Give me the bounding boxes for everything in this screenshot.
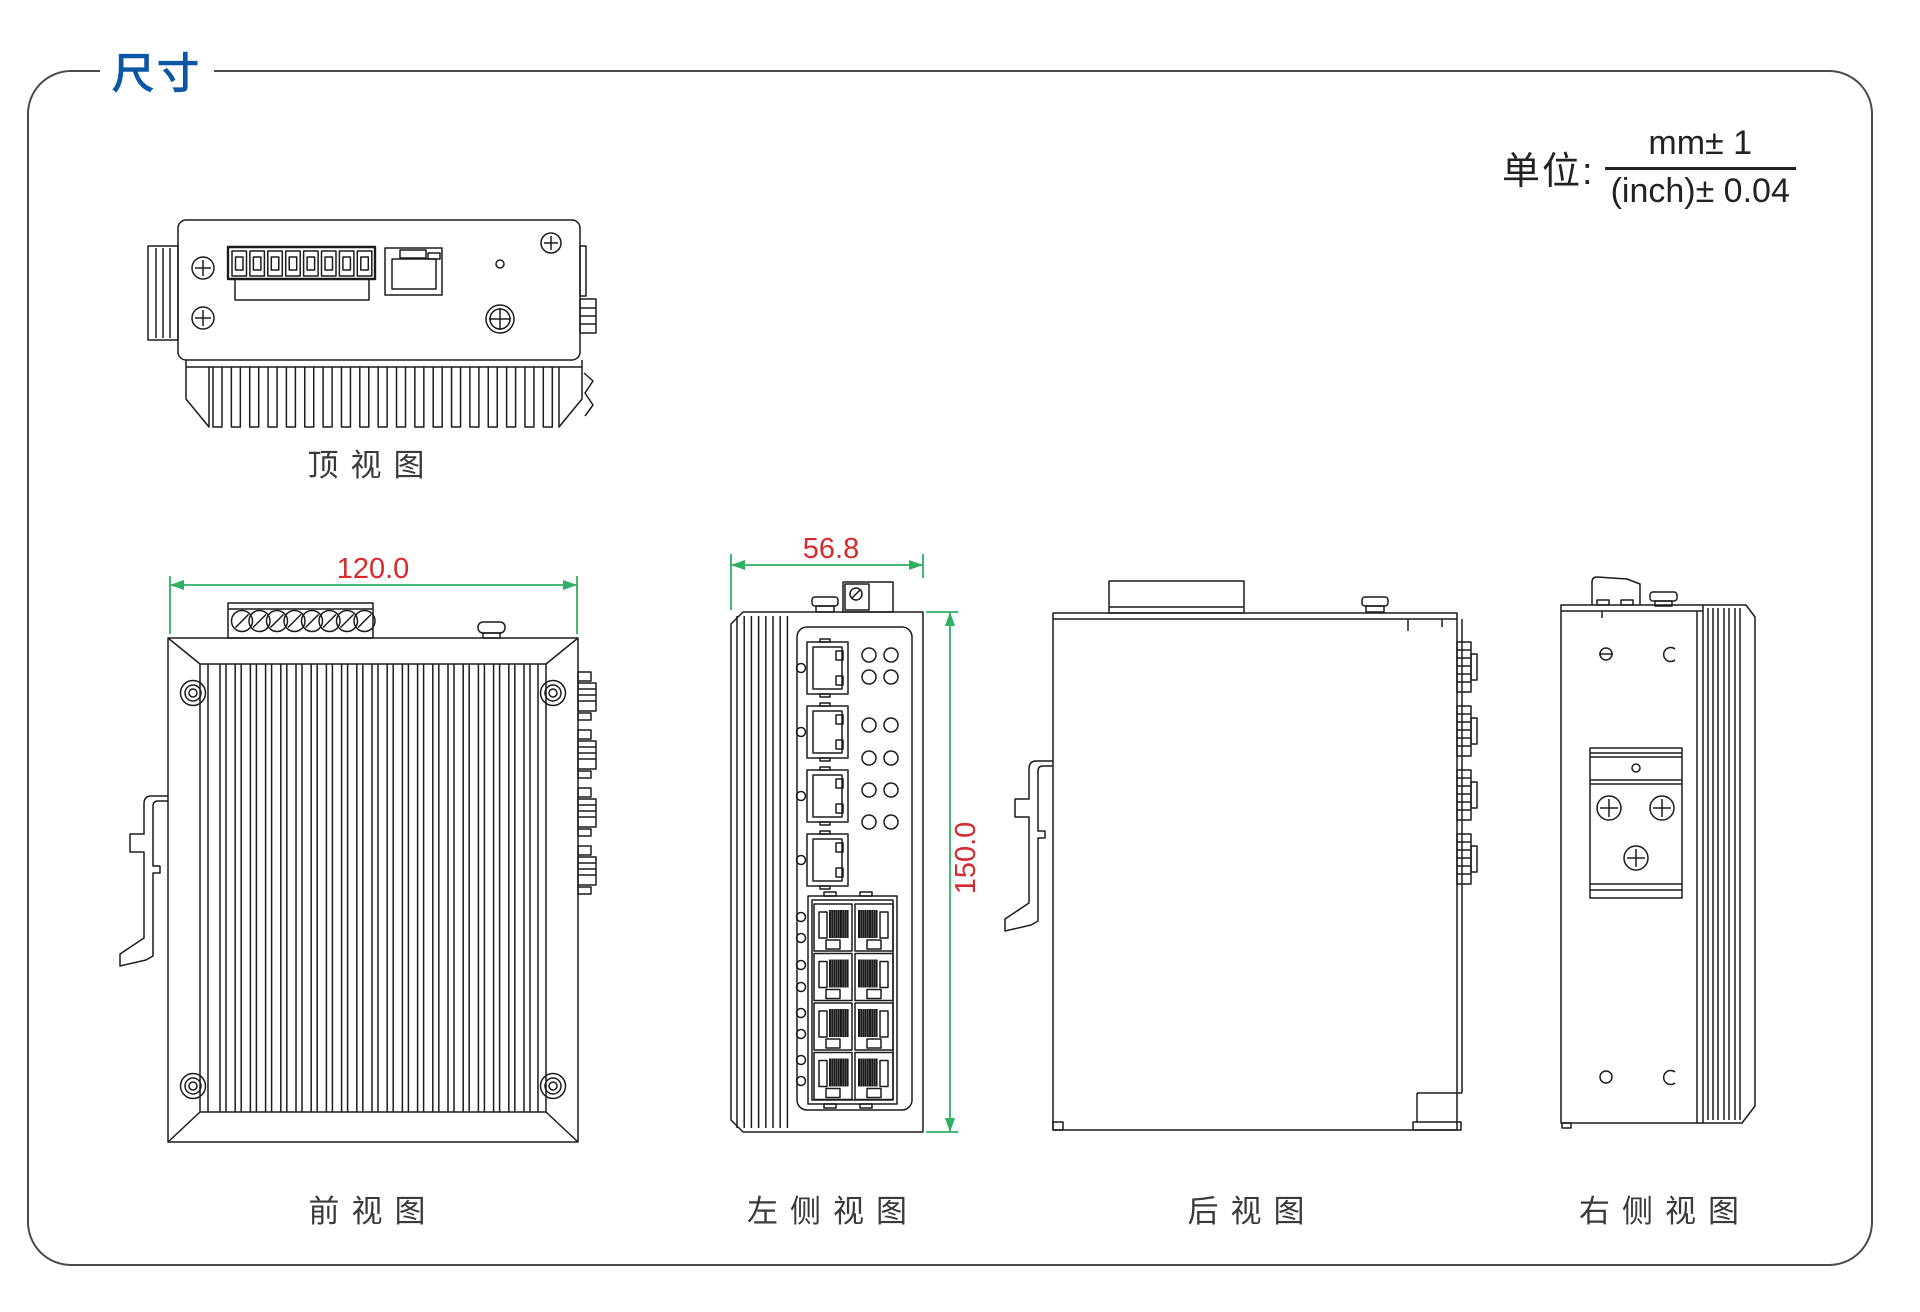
terminal-screw-icon	[265, 609, 289, 633]
rj45-port	[813, 903, 853, 952]
right-side-view-drawing	[1560, 576, 1756, 1129]
rear-view-drawing	[1004, 580, 1478, 1131]
sfp-port	[806, 830, 849, 890]
rj45-port	[813, 1002, 853, 1051]
sfp-port	[806, 702, 849, 762]
terminal-block-front	[227, 602, 376, 639]
led-indicators	[861, 647, 899, 830]
left-height-dimension: 150.0	[950, 822, 982, 895]
reset-button-side	[811, 596, 839, 613]
terminal-screw-icon	[300, 609, 324, 633]
rj45-port	[854, 952, 894, 1002]
units-label: 单位:	[1502, 151, 1595, 193]
rj45-port	[854, 903, 894, 952]
din-rail-clip	[119, 795, 168, 967]
rj45-port-block	[807, 891, 898, 1109]
heatsink-fins-front	[219, 664, 531, 1112]
rj45-port	[854, 1002, 894, 1051]
sfp-port	[806, 766, 849, 826]
rj45-port	[813, 1051, 853, 1101]
screw-icon	[1596, 795, 1622, 821]
reset-button-rear	[1361, 596, 1389, 613]
units-inch-tolerance: (inch)± 0.04	[1604, 167, 1796, 211]
heatsink-fins-top	[185, 360, 594, 428]
heatsink-edge-lines	[736, 616, 789, 1128]
page-title: 尺寸	[100, 40, 215, 101]
din-rail-clip-rear	[1004, 760, 1053, 932]
terminal-screw-icon	[318, 609, 341, 633]
screw-icon	[191, 306, 215, 330]
front-view-label: 前视图	[308, 1194, 438, 1229]
left-width-dimension: 56.8	[803, 533, 859, 565]
hex-screw-icon	[539, 679, 567, 707]
connector-boot	[1591, 576, 1641, 606]
dimension-annotations: 120.0 56.8 150.0	[337, 533, 982, 894]
hex-screw-icon	[179, 679, 207, 707]
sfp-edge-connectors	[577, 671, 597, 895]
drawing-frame	[27, 70, 1873, 1266]
screw-icon	[540, 232, 562, 254]
rj45-port	[813, 952, 853, 1002]
left-side-view-drawing	[730, 554, 958, 1133]
left-view-label: 左侧视图	[747, 1194, 919, 1229]
reset-button	[477, 621, 506, 639]
right-view-label: 右侧视图	[1579, 1194, 1751, 1229]
terminal-block-top	[226, 245, 377, 301]
units-note: 单位: mm± 1 (inch)± 0.04	[1502, 124, 1796, 211]
terminal-screw-icon	[248, 609, 271, 633]
sfp-edge-connectors-rear	[1456, 641, 1478, 885]
front-width-dimension: 120.0	[337, 553, 410, 585]
terminal-screw-icon	[335, 609, 359, 633]
top-view-drawing	[147, 219, 597, 428]
terminal-screw-icon	[353, 609, 376, 633]
screw-icon	[1649, 795, 1675, 821]
mounting-plate	[1589, 747, 1683, 899]
screw-icon	[1623, 845, 1649, 871]
terminal-screw-icon	[283, 609, 306, 633]
units-fraction: mm± 1 (inch)± 0.04	[1604, 124, 1796, 211]
hex-screw-icon	[539, 1072, 567, 1100]
rj45-console-port	[384, 247, 443, 296]
ground-terminal	[842, 581, 894, 613]
screw-icon	[191, 256, 215, 280]
terminal-screw-icon	[230, 609, 254, 633]
edge-connector	[579, 298, 597, 334]
rear-view-label: 后视图	[1187, 1194, 1317, 1229]
reset-button-right	[1649, 591, 1678, 607]
rj45-port	[854, 1051, 894, 1101]
heatsink-ribs-right	[1703, 604, 1756, 1124]
sfp-port	[806, 638, 849, 698]
hex-screw-icon	[179, 1072, 207, 1100]
front-view-drawing	[119, 576, 597, 1143]
screw-icon	[485, 304, 515, 334]
units-mm-tolerance: mm± 1	[1648, 124, 1753, 162]
top-view-label: 顶视图	[307, 448, 437, 483]
